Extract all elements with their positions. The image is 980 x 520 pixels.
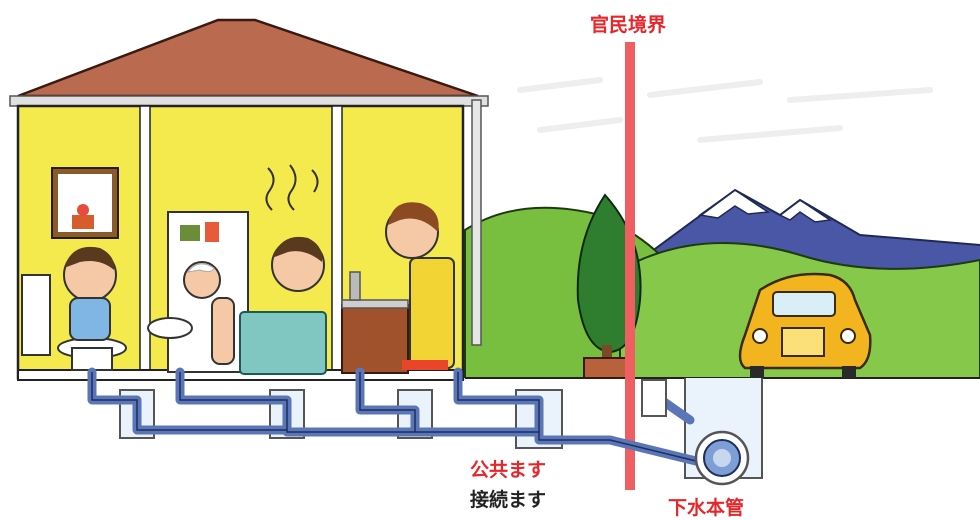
sewer-main-label: 下水本管 [668, 497, 745, 519]
roof [9, 18, 489, 107]
tree-icon [576, 193, 642, 379]
car-icon [738, 272, 872, 378]
window [51, 167, 119, 239]
public-basin-label: 公共ます [470, 459, 547, 481]
sky-strokes [517, 77, 933, 143]
boundary-line [625, 42, 635, 490]
bath-icon [147, 164, 327, 375]
drain-pipes-outline [91, 372, 701, 463]
connection-basin-label: 接続ます [470, 489, 547, 511]
sink-icon [341, 202, 455, 374]
toilet-icon [21, 246, 127, 371]
public-basin-box [641, 379, 667, 417]
boundary-label: 官民境界 [590, 14, 667, 36]
sewer-main-icon [694, 430, 750, 486]
